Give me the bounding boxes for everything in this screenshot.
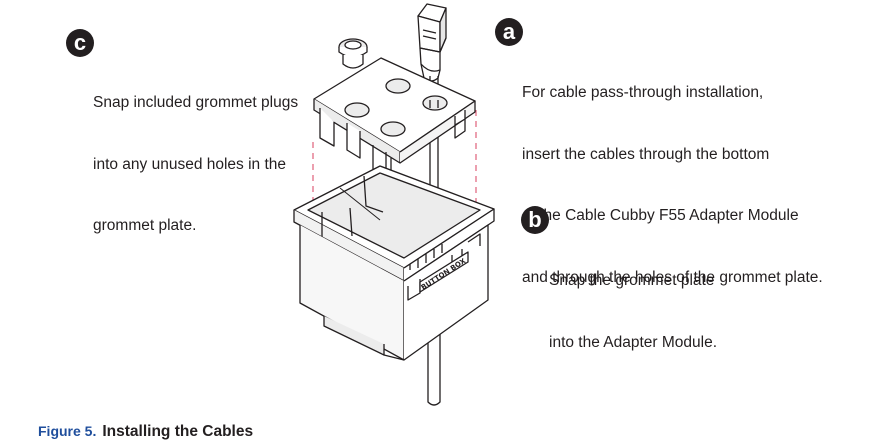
- callout-c-text: Snap included grommet plugs into any unu…: [93, 52, 298, 278]
- callout-b-line: into the Adapter Module.: [549, 333, 718, 351]
- callout-b-text: Snap the grommet plate into the Adapter …: [549, 230, 717, 394]
- callout-a-text: For cable pass-through installation, ins…: [522, 42, 823, 329]
- figure-title: Installing the Cables: [102, 423, 254, 440]
- callout-b-line: Snap the grommet plate: [549, 272, 715, 289]
- callout-a-line: of the Cable Cubby F55 Adapter Module: [522, 207, 799, 224]
- alignment-guides: [312, 110, 477, 214]
- callout-b-badge: b: [521, 206, 549, 234]
- callout-c-line: grommet plate.: [93, 217, 197, 234]
- figure-number: Figure 5.: [38, 423, 97, 439]
- hdmi-connector: [417, 3, 447, 82]
- adapter-module: [293, 165, 495, 361]
- callout-a-line: and through the holes of the grommet pla…: [522, 268, 823, 286]
- callout-a-line: For cable pass-through installation,: [522, 84, 764, 101]
- callout-c-line: into any unused holes in the: [93, 155, 287, 173]
- figure-caption: Figure 5. Installing the Cables: [38, 423, 253, 441]
- callout-a-badge: a: [495, 18, 523, 46]
- callout-c-badge: c: [66, 29, 94, 57]
- callout-a-line: insert the cables through the bottom: [522, 145, 770, 163]
- callout-c-line: Snap included grommet plugs: [93, 94, 299, 111]
- grommet-plug: [338, 38, 368, 69]
